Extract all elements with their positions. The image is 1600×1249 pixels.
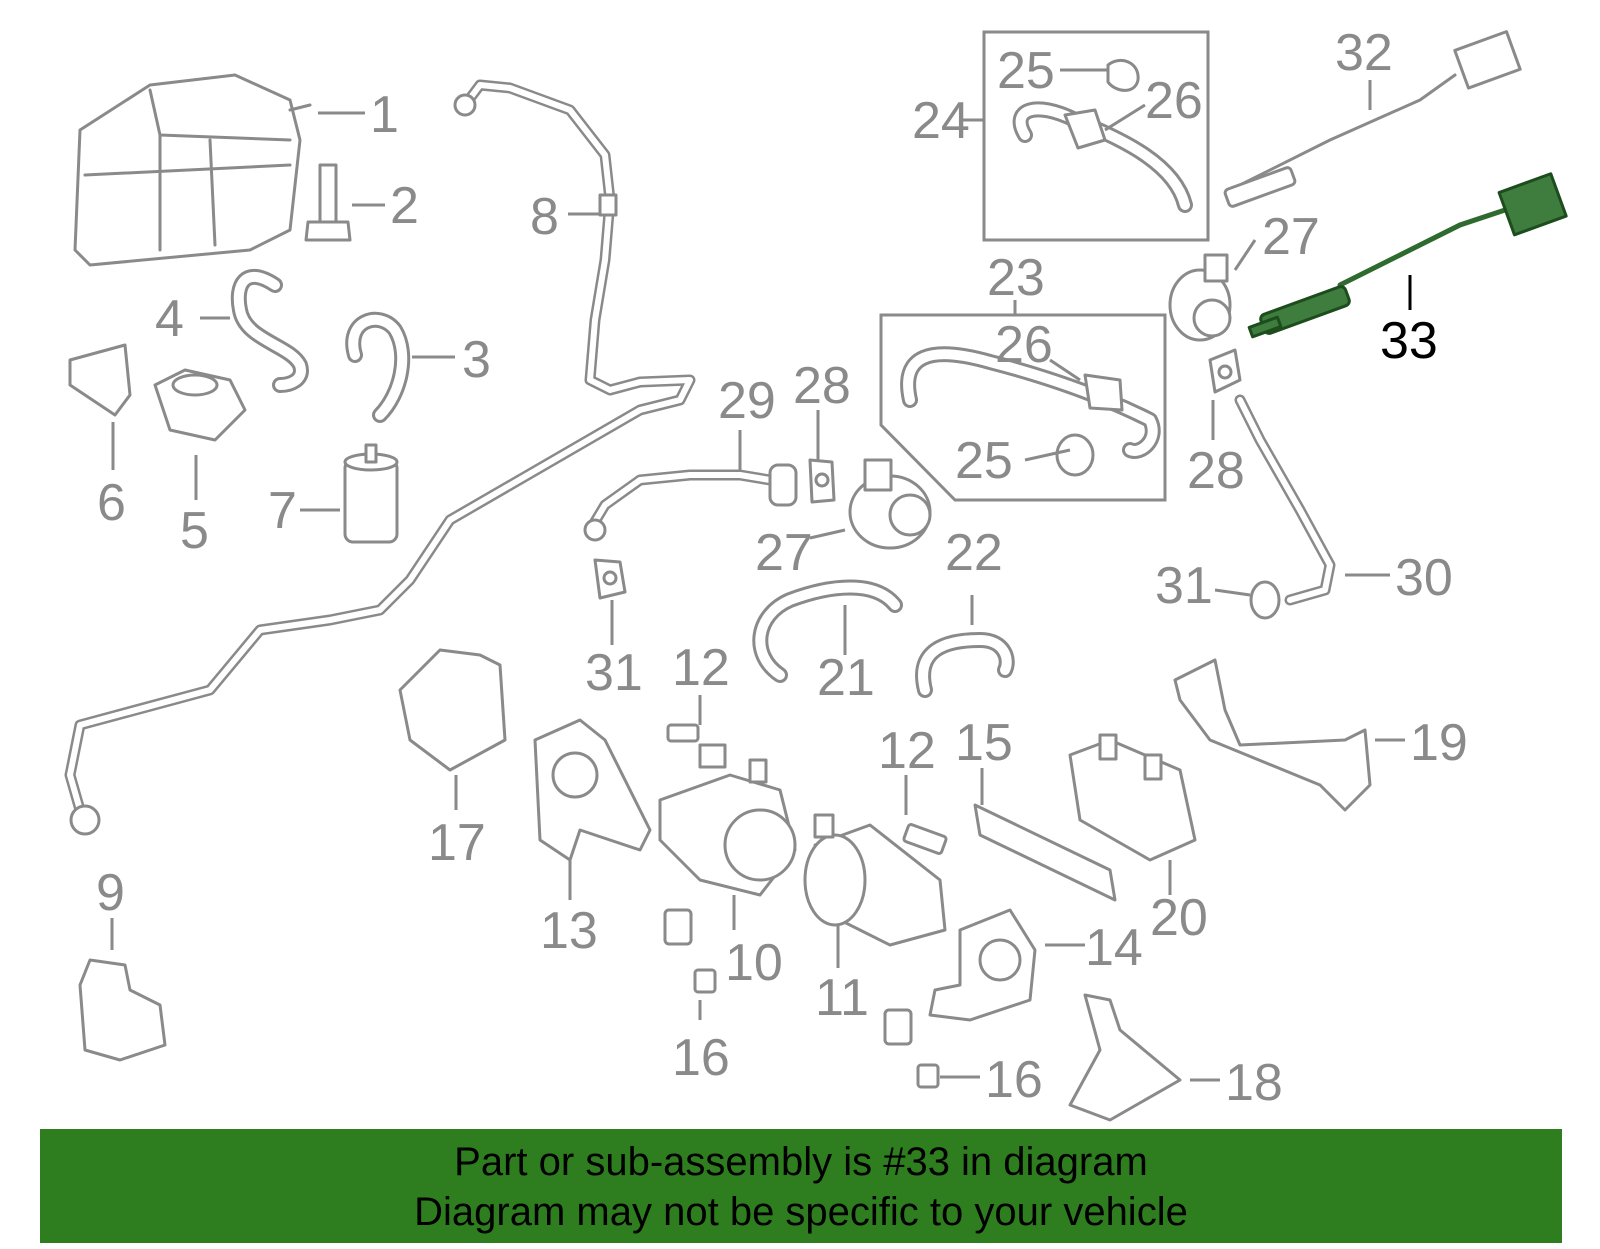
part-13-bracket [533,718,652,862]
callout-10: 10 [725,934,783,992]
callout-23: 23 [987,249,1045,307]
part-18-plate [1068,993,1182,1122]
part-32-sensor [1223,30,1522,208]
callout-16a: 16 [672,1029,730,1087]
part-16-clip-b [916,1063,940,1089]
part-21-hose [752,579,903,683]
part-29-pipe [583,463,798,542]
callout-arrows [110,68,1412,1082]
callout-3: 3 [462,331,491,389]
part-14-bracket [928,908,1037,1022]
callout-9: 9 [96,864,125,922]
callout-4: 4 [155,290,184,348]
callout-7: 7 [268,482,297,540]
part-28-gasket [808,458,836,504]
callout-19: 19 [1410,714,1468,772]
part-3-hose [345,311,411,423]
callout-26b: 26 [995,316,1053,374]
part-20-module [1068,733,1197,862]
callout-20: 20 [1150,889,1208,947]
callout-31a: 31 [585,644,643,702]
callout-16b: 16 [985,1051,1043,1109]
callout-32: 32 [1335,24,1393,82]
callout-25a: 25 [997,42,1055,100]
callout-31b: 31 [1155,557,1213,615]
callout-1: 1 [370,86,399,144]
box-23 [879,313,1167,502]
callout-26a: 26 [1145,72,1203,130]
box-24 [982,30,1210,242]
part-5-valve [153,368,247,442]
part-2-bolt [304,163,352,242]
info-banner: Part or sub-assembly is #33 in diagram D… [40,1129,1562,1243]
part-22-hose [915,632,1015,698]
callout-6: 6 [97,474,126,532]
part-31-gasket [593,558,627,600]
part-33-sensor-highlighted[interactable] [1247,172,1568,339]
part-10-pump [658,758,797,946]
part-30-pipe [1234,394,1336,606]
callout-24: 24 [912,92,970,150]
callout-21: 21 [817,649,875,707]
callout-30: 30 [1395,549,1453,607]
banner-line-2: Diagram may not be specific to your vehi… [414,1190,1188,1234]
part-16-clip [693,968,717,994]
part-7-filter [343,443,399,544]
part-1-reservoir [73,73,312,267]
callout-33: 33 [1380,312,1438,370]
part-8-pipe [64,79,696,836]
callout-8: 8 [530,188,559,246]
banner-line-1: Part or sub-assembly is #33 in diagram [454,1140,1148,1184]
part-28-gasket-right [1208,348,1242,394]
part-12-sensor [666,723,727,769]
callout-27a: 27 [755,524,813,582]
callout-18: 18 [1225,1054,1283,1112]
callout-25b: 25 [955,432,1013,490]
callout-labels: 1 2 3 4 5 6 7 8 9 10 11 12 12 13 14 15 1… [96,24,1468,1112]
part-4-hose [230,268,309,393]
part-19-bracket [1173,658,1372,812]
callout-2: 2 [390,177,419,235]
part-6-bracket [68,343,132,417]
callout-22: 22 [945,524,1003,582]
part-15-plate [973,803,1117,902]
callout-13: 13 [540,902,598,960]
callout-29: 29 [718,372,776,430]
callout-12b: 12 [878,722,936,780]
part-12-sensor-b [902,823,948,855]
part-31-gasket-right [1249,580,1281,620]
callout-5: 5 [180,502,209,560]
callout-28b: 28 [1187,442,1245,500]
callout-14: 14 [1085,919,1143,977]
callout-11: 11 [815,969,869,1027]
part-11-pump [803,813,947,1046]
part-27-valve [848,458,932,550]
callout-15: 15 [955,714,1013,772]
callout-27b: 27 [1262,208,1320,266]
callout-12a: 12 [672,639,730,697]
callout-28a: 28 [793,357,851,415]
callout-17: 17 [428,814,486,872]
part-17-shield [398,648,507,772]
part-27-valve-right [1168,253,1232,342]
part-9-bracket [78,958,167,1062]
